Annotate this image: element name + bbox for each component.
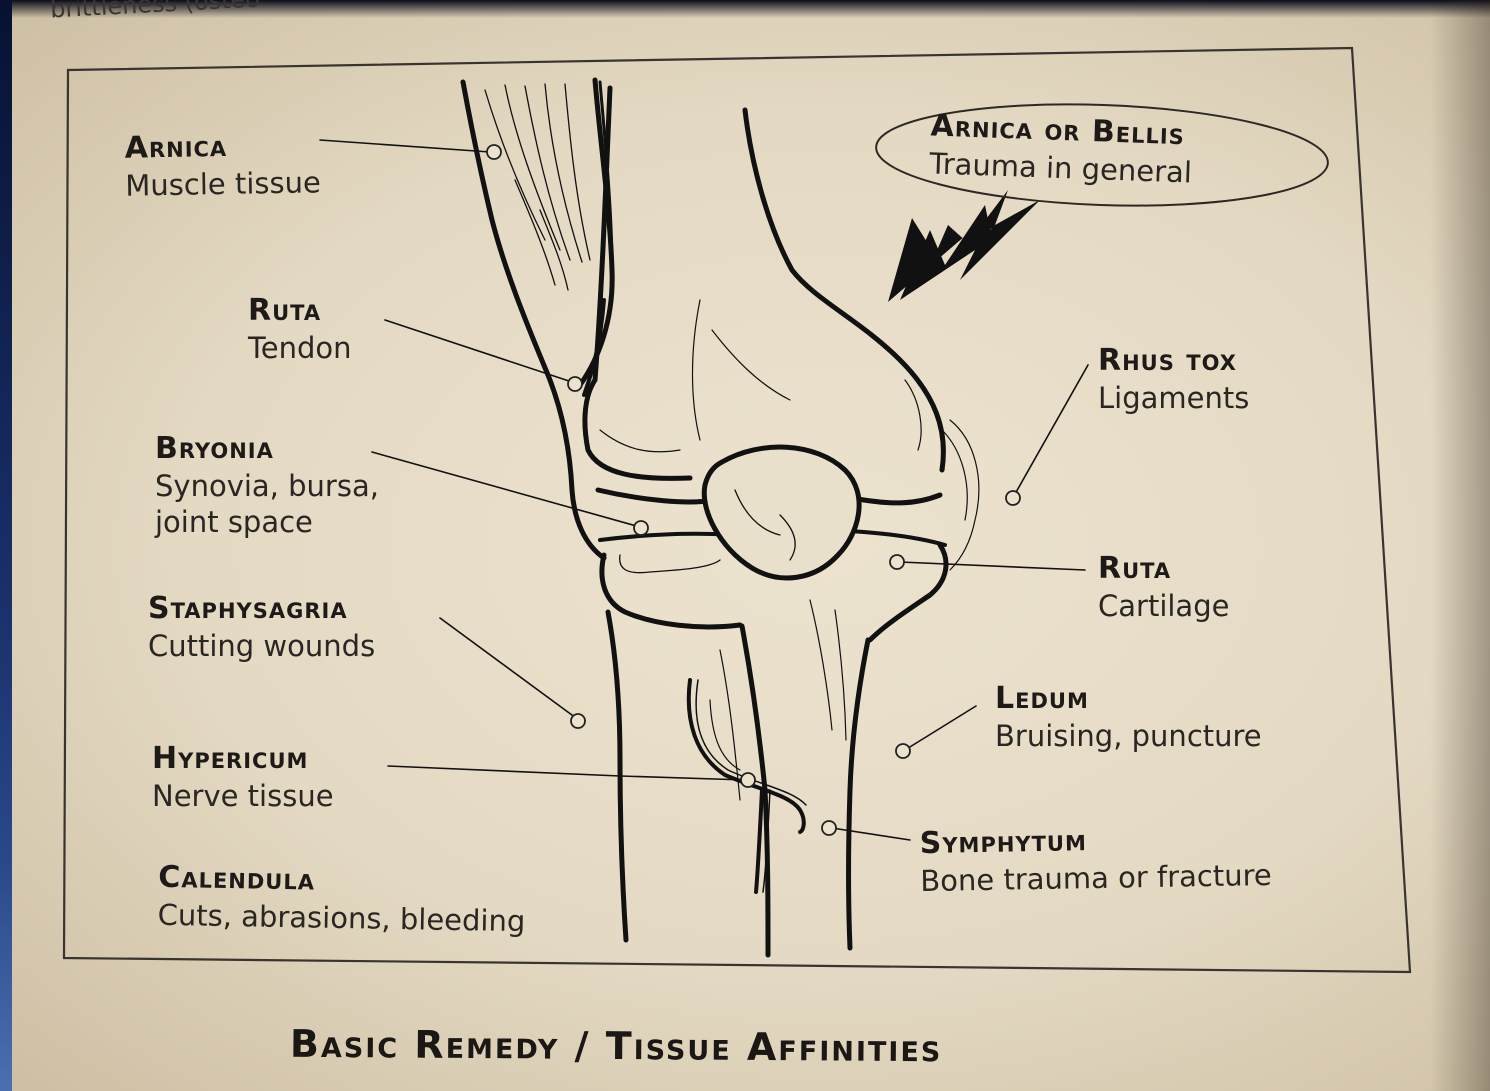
callout-label: Arnica or Bellis Trauma in general <box>929 107 1194 190</box>
label-name: Ruta <box>1098 550 1229 588</box>
label-desc: Cartilage <box>1098 588 1229 624</box>
leader-arnica <box>320 140 490 152</box>
label-arnica: Arnica Muscle tissue <box>124 126 321 203</box>
label-rhus-tox: Rhus tox Ligaments <box>1098 342 1249 416</box>
marker-bryonia <box>634 521 648 535</box>
label-name: Calendula <box>158 859 526 903</box>
label-desc: Tendon <box>248 330 352 366</box>
tibia-plateau <box>602 555 740 627</box>
leader-rhus-tox <box>1015 365 1088 494</box>
marker-ruta-tendon <box>568 377 582 391</box>
thigh-outline-left <box>463 82 604 558</box>
joint-line-left <box>598 490 712 502</box>
joint-line-right <box>852 495 940 503</box>
tibia-right <box>849 640 869 948</box>
label-name: Ledum <box>995 680 1262 718</box>
figure-caption: Basic Remedy / Tissue Affinities <box>290 1022 943 1071</box>
label-desc: joint space <box>155 504 379 540</box>
label-desc: Ligaments <box>1098 380 1249 416</box>
marker-rhus-tox <box>1006 491 1020 505</box>
marker-symphytum <box>822 821 836 835</box>
leader-symphytum <box>832 828 910 840</box>
label-desc: Cutting wounds <box>148 628 375 664</box>
label-symphytum: Symphytum Bone trauma or fracture <box>919 819 1272 899</box>
label-name: Rhus tox <box>1098 342 1249 380</box>
label-calendula: Calendula Cuts, abrasions, bleeding <box>157 859 526 939</box>
marker-ruta-cartilage <box>890 555 904 569</box>
nerve-strand <box>689 680 804 832</box>
leader-ruta-cartilage <box>900 562 1085 570</box>
label-name: Ruta <box>248 292 352 330</box>
patella <box>704 447 859 578</box>
leader-ruta-tendon <box>385 320 572 382</box>
label-desc: Muscle tissue <box>125 164 321 204</box>
marker-ledum <box>896 744 910 758</box>
label-name: Arnica <box>124 126 320 167</box>
label-ledum: Ledum Bruising, puncture <box>995 680 1262 754</box>
label-desc: Bruising, puncture <box>995 718 1262 754</box>
label-hypericum: Hypericum Nerve tissue <box>152 740 334 814</box>
label-name: Symphytum <box>919 819 1271 863</box>
leader-hypericum <box>388 766 620 776</box>
label-ruta-tendon: Ruta Tendon <box>248 292 352 366</box>
label-desc: Synovia, bursa, <box>155 468 379 504</box>
label-name: Bryonia <box>155 430 379 468</box>
marker-staphysagria <box>571 714 585 728</box>
label-desc: Cuts, abrasions, bleeding <box>157 896 525 939</box>
leader-staphysagria <box>440 618 576 718</box>
label-bryonia: Bryonia Synovia, bursa, joint space <box>155 430 379 540</box>
label-name: Hypericum <box>152 740 334 778</box>
label-name: Staphysagria <box>148 590 375 628</box>
label-ruta-cartilage: Ruta Cartilage <box>1098 550 1229 624</box>
marker-arnica <box>487 145 501 159</box>
label-staphysagria: Staphysagria Cutting wounds <box>148 590 375 664</box>
leader-ledum <box>905 706 976 750</box>
label-desc: Nerve tissue <box>152 778 334 814</box>
label-desc: Bone trauma or fracture <box>920 856 1272 898</box>
marker-hypericum <box>741 773 755 787</box>
